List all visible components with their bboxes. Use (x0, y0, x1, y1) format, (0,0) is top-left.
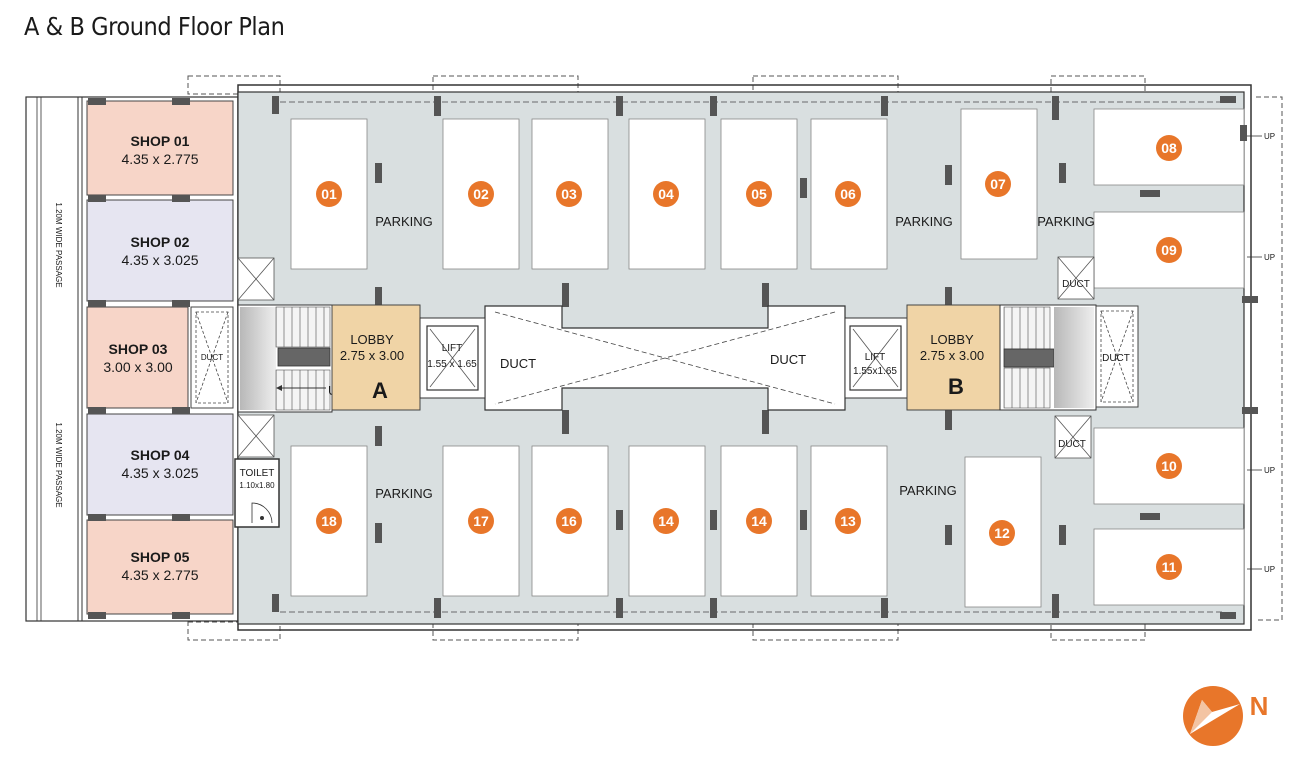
bay-number: 18 (321, 513, 337, 529)
lift-b-name: LIFT (865, 352, 886, 363)
shop-05-name: SHOP 05 (131, 549, 190, 565)
duct-b-top-label: DUCT (1062, 279, 1090, 290)
core-b: LIFT 1.55x1.65 LOBBY 2.75 x 3.00 B (844, 304, 1097, 411)
lobby-a-size: 2.75 x 3.00 (340, 348, 404, 363)
north-label: N (1250, 691, 1269, 721)
bay-badge-10[interactable] (1156, 453, 1182, 479)
parking-label-5: PARKING (899, 483, 957, 498)
shop-04-name: SHOP 04 (131, 447, 190, 463)
parking-label-1: PARKING (375, 214, 433, 229)
shafts-a (237, 257, 275, 458)
duct-east-label: DUCT (1102, 353, 1130, 364)
bay-badge-03[interactable] (556, 181, 582, 207)
toilet: TOILET 1.10x1.80 (234, 458, 280, 528)
ducts-b: DUCT DUCT DUCT (1054, 256, 1139, 459)
up-label-3: UP (1264, 466, 1275, 475)
bay-badge-05[interactable] (746, 181, 772, 207)
shop-04-size: 4.35 x 3.025 (121, 465, 198, 481)
bay-number: 06 (840, 186, 856, 202)
duct-label: DUCT (201, 353, 223, 362)
north-arrow-icon: N (1183, 686, 1268, 746)
up-label-1: UP (1264, 132, 1275, 141)
bay-number: 01 (321, 186, 337, 202)
shop-01[interactable] (86, 100, 234, 196)
bay-number: 05 (751, 186, 767, 202)
bay-number: 14 (658, 513, 674, 529)
bay-badge-12[interactable] (989, 520, 1015, 546)
bay-number: 11 (1162, 559, 1177, 575)
bay-badge-07[interactable] (985, 171, 1011, 197)
bay-badge-18[interactable] (316, 508, 342, 534)
bay-badge-14a[interactable] (653, 508, 679, 534)
parking-label-3: PARKING (1037, 214, 1095, 229)
bay-badge-17[interactable] (468, 508, 494, 534)
up-label-4: UP (1264, 565, 1275, 574)
up-label-2: UP (1264, 253, 1275, 262)
bay-badge-01[interactable] (316, 181, 342, 207)
shop-02-size: 4.35 x 3.025 (121, 252, 198, 268)
duct-central-label-right: DUCT (770, 352, 806, 367)
passage-label-top: 1.20M WIDE PASSAGE (54, 202, 63, 287)
shop-05[interactable] (86, 519, 234, 615)
bay-number: 13 (840, 513, 856, 529)
toilet-name: TOILET (240, 468, 275, 479)
shop-03-name: SHOP 03 (109, 341, 168, 357)
bay-number: 12 (994, 525, 1010, 541)
bay-badge-09[interactable] (1156, 237, 1182, 263)
duct-central-label-left: DUCT (500, 356, 536, 371)
structural-columns (88, 96, 1258, 619)
lift-b-size: 1.55x1.65 (853, 366, 897, 377)
shop-01-name: SHOP 01 (131, 133, 190, 149)
lobby-b-letter: B (948, 374, 964, 399)
bay-badge-06[interactable] (835, 181, 861, 207)
parking-labels: PARKING PARKING PARKING PARKING PARKING (375, 214, 1095, 501)
core-a: UP LOBBY 2.75 x 3.00 A LIFT 1.55 x 1.65 (237, 304, 486, 413)
east-up-labels: UP UP UP UP (1247, 132, 1275, 574)
bay-number: 17 (473, 513, 489, 529)
lobby-a-letter: A (372, 378, 388, 403)
bay-number: 02 (473, 186, 489, 202)
shop-01-size: 4.35 x 2.775 (121, 151, 198, 167)
bay-badge-08[interactable] (1156, 135, 1182, 161)
bay-badge-11[interactable] (1156, 554, 1182, 580)
bay-badge-14b[interactable] (746, 508, 772, 534)
lobby-a-name: LOBBY (350, 332, 394, 347)
bay-badge-13[interactable] (835, 508, 861, 534)
bay-number: 16 (561, 513, 577, 529)
lobby-b-name: LOBBY (930, 332, 974, 347)
bay-number: 09 (1161, 242, 1177, 258)
shop-03-size: 3.00 x 3.00 (103, 359, 172, 375)
bay-badge-16[interactable] (556, 508, 582, 534)
shop-02-name: SHOP 02 (131, 234, 190, 250)
bay-number: 08 (1161, 140, 1177, 156)
parking-label-2: PARKING (895, 214, 953, 229)
lift-a-size: 1.55 x 1.65 (427, 359, 477, 370)
bay-number: 14 (751, 513, 767, 529)
toilet-size: 1.10x1.80 (239, 481, 275, 490)
bay-number: 07 (990, 176, 1006, 192)
bay-number: 03 (561, 186, 577, 202)
shop-04[interactable] (86, 413, 234, 516)
lobby-b-size: 2.75 x 3.00 (920, 348, 984, 363)
parking-label-4: PARKING (375, 486, 433, 501)
bay-badge-04[interactable] (653, 181, 679, 207)
lobby-b[interactable] (906, 304, 1001, 411)
bay-number: 04 (658, 186, 674, 202)
bay-badges: 01 02 03 04 05 06 07 08 09 18 17 16 14 1… (316, 135, 1182, 580)
bay-badge-02[interactable] (468, 181, 494, 207)
duct-b-bottom-label: DUCT (1058, 439, 1086, 450)
duct-central: DUCT DUCT (484, 305, 846, 411)
shop-02[interactable] (86, 199, 234, 302)
bay-number: 10 (1161, 458, 1177, 474)
shop-03[interactable] (86, 306, 189, 409)
shop-05-size: 4.35 x 2.775 (121, 567, 198, 583)
lobby-a[interactable] (331, 304, 421, 411)
page-title: A & B Ground Floor Plan (24, 12, 285, 41)
lift-a-name: LIFT (442, 343, 463, 354)
shops: SHOP 01 4.35 x 2.775 SHOP 02 4.35 x 3.02… (86, 100, 234, 615)
duct-west: DUCT (190, 306, 234, 409)
passage-label-bottom: 1.20M WIDE PASSAGE (54, 422, 63, 507)
